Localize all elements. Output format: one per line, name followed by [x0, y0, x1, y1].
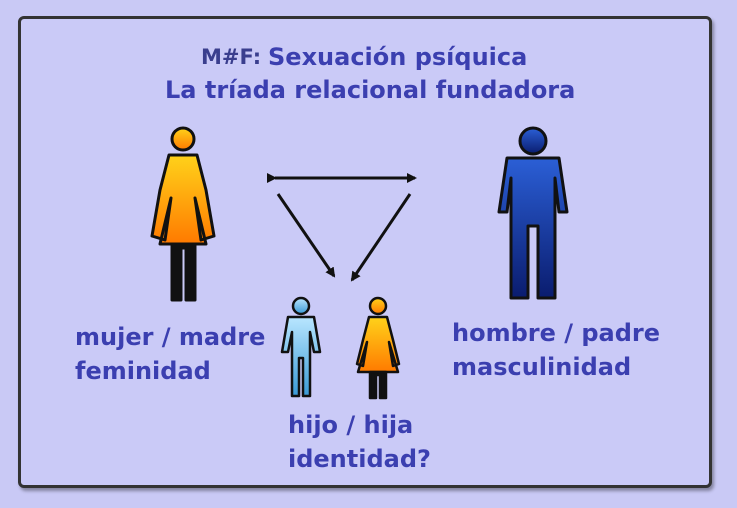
- father-trait: masculinidad: [452, 353, 632, 381]
- mother-role: mujer / madre: [75, 323, 266, 351]
- child-label: hijo / hija identidad?: [288, 408, 431, 476]
- father-child-arrow: [350, 193, 412, 282]
- diagram-frame: [18, 16, 712, 488]
- mother-child-arrow: [276, 193, 336, 278]
- child-role: hijo / hija: [288, 411, 414, 439]
- woman-figure-icon: [150, 126, 216, 302]
- father-role: hombre / padre: [452, 319, 661, 347]
- diagram-title: Sexuación psíquica: [268, 43, 528, 71]
- mother-label: mujer / madre feminidad: [75, 320, 265, 388]
- father-label: hombre / padre masculinidad: [452, 316, 660, 384]
- diagram-code: M#F:: [201, 45, 262, 69]
- mother-trait: feminidad: [75, 357, 211, 385]
- girl-figure-icon: [355, 296, 401, 400]
- diagram-subtitle: La tríada relacional fundadora: [165, 76, 576, 104]
- man-figure-icon: [497, 126, 569, 300]
- child-trait: identidad?: [288, 445, 431, 473]
- boy-figure-icon: [280, 296, 322, 398]
- relation-arrows: [267, 173, 417, 282]
